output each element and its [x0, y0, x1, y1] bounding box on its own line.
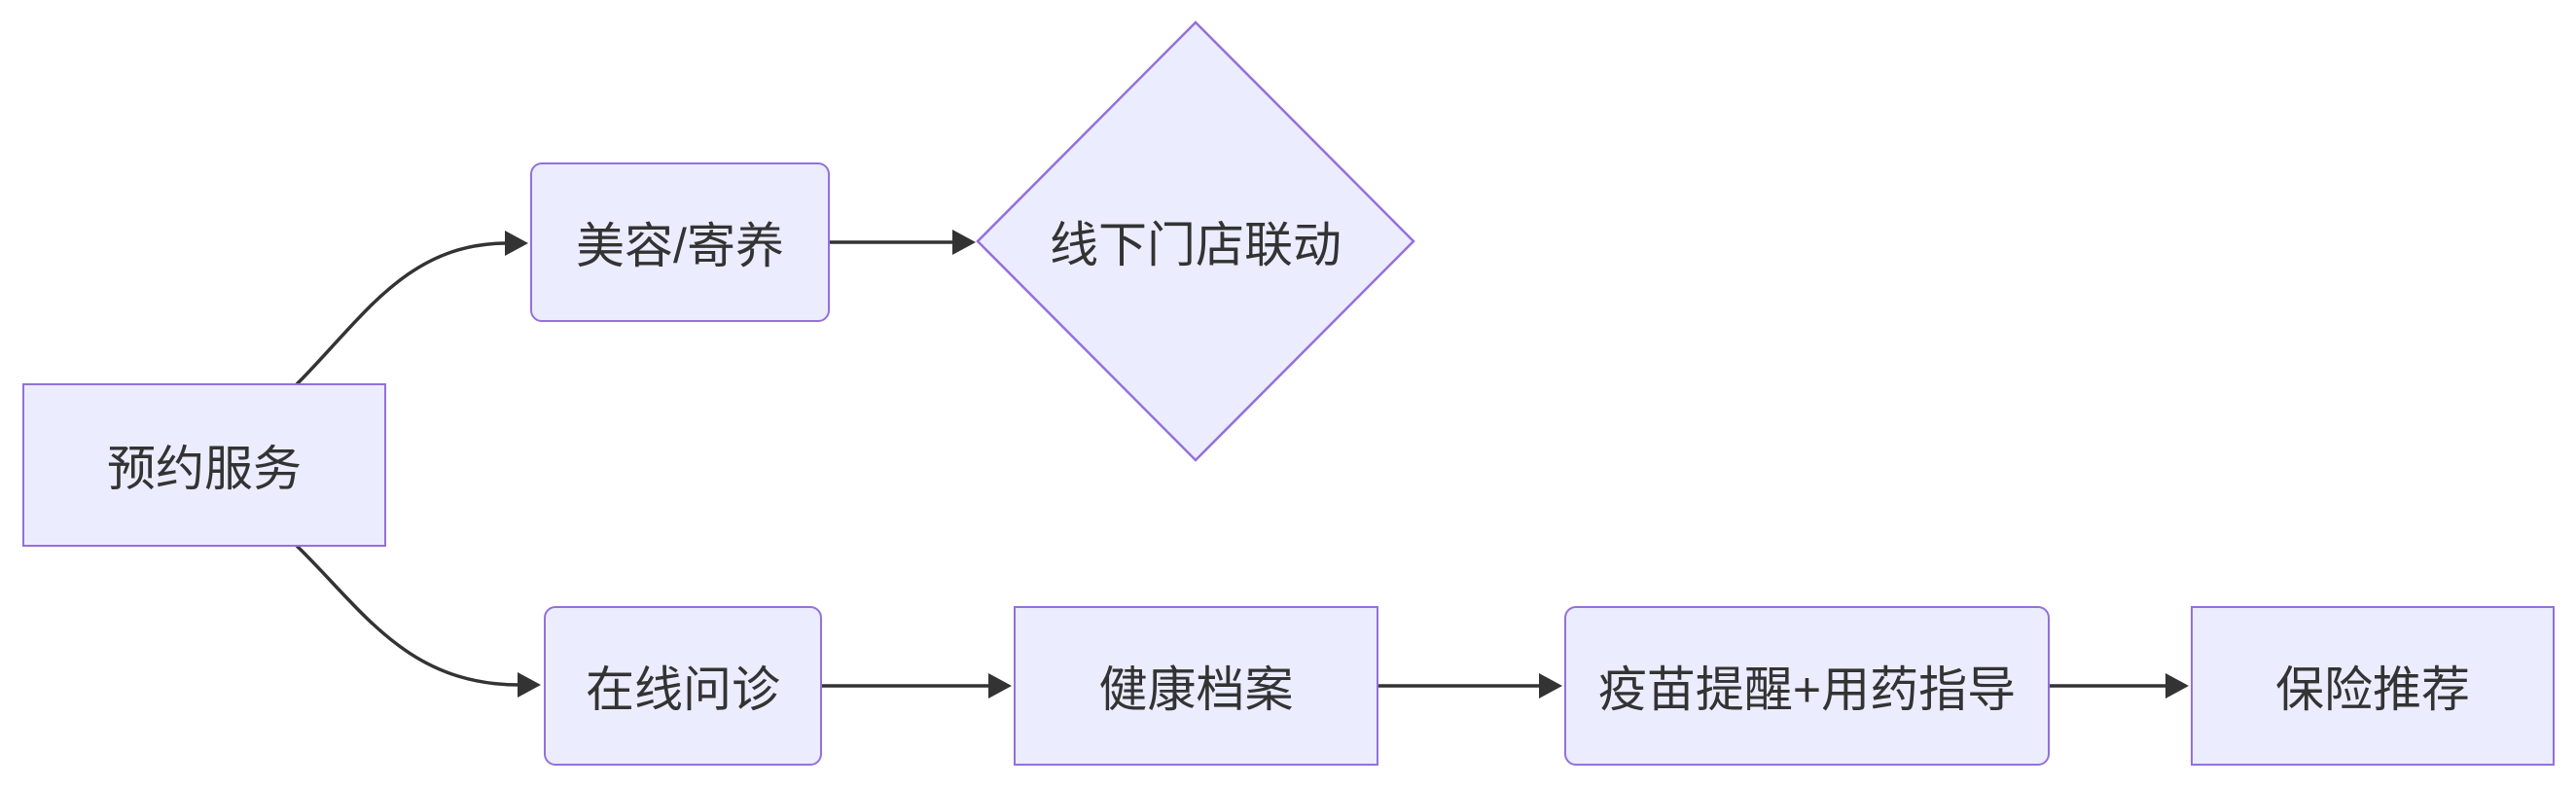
node-grooming-boarding-label: 美容/寄养 [576, 219, 784, 273]
node-vaccine-reminder-medication-guidance: 疫苗提醒+用药指导 [1564, 606, 2050, 766]
arrowhead-consult [518, 672, 541, 698]
node-insurance-recommendation: 保险推荐 [2191, 606, 2555, 766]
arrowhead-store [952, 230, 976, 255]
arrowhead-vaccine [1539, 673, 1562, 698]
node-health-records-label: 健康档案 [1098, 663, 1294, 717]
node-offline-store-linkage-label: 线下门店联动 [1050, 218, 1342, 272]
node-booking-service-label: 预约服务 [107, 442, 302, 496]
decision-diamond-shape [976, 20, 1415, 462]
edge-booking-to-consult [295, 544, 520, 687]
node-health-records: 健康档案 [1014, 606, 1378, 766]
node-grooming-boarding: 美容/寄养 [530, 162, 830, 322]
node-booking-service: 预约服务 [22, 383, 386, 547]
arrowhead-insurance [2165, 673, 2189, 698]
arrowhead-grooming [505, 231, 528, 256]
edge-booking-to-grooming [295, 241, 508, 386]
node-online-consultation-label: 在线问诊 [586, 663, 780, 717]
node-offline-store-linkage: 线下门店联动 [1001, 183, 1390, 300]
node-online-consultation: 在线问诊 [544, 606, 822, 766]
node-insurance-recommendation-label: 保险推荐 [2275, 663, 2470, 717]
node-vaccine-reminder-medication-guidance-label: 疫苗提醒+用药指导 [1597, 663, 2017, 717]
arrowhead-records [988, 673, 1012, 698]
